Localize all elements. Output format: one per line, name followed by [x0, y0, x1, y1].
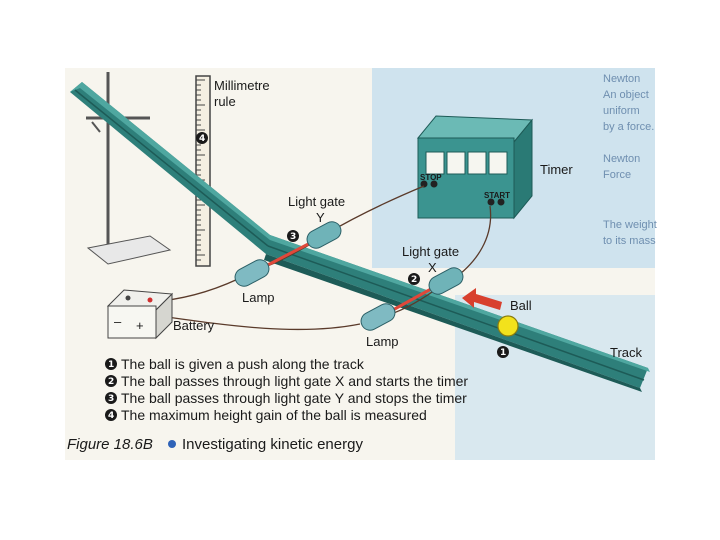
millimetre-rule — [195, 75, 211, 267]
battery-minus: – — [114, 314, 122, 329]
label-light-gate-y: Light gate — [288, 194, 345, 209]
timer — [416, 115, 534, 220]
svg-text:The maximum height gain of the: The maximum height gain of the ball is m… — [121, 407, 427, 423]
step-4: 4 The maximum height gain of the ball is… — [105, 407, 427, 423]
label-timer: Timer — [540, 162, 573, 177]
start-terminal-1 — [487, 198, 495, 206]
bg-text-3: uniform — [603, 105, 640, 117]
label-track: Track — [610, 345, 643, 360]
step-1: 1 The ball is given a push along the tra… — [105, 356, 365, 372]
marker-3: 3 — [287, 230, 299, 242]
step-3: 3 The ball passes through light gate Y a… — [105, 390, 467, 406]
lamp-bottom — [360, 303, 396, 331]
start-terminal-2 — [497, 198, 505, 206]
figure-title: Investigating kinetic energy — [182, 436, 363, 453]
label-lamp-bottom: Lamp — [366, 334, 399, 349]
retort-stand — [86, 72, 172, 265]
lamp-top — [234, 259, 270, 287]
bg-text-2: An object — [603, 89, 649, 101]
timer-display-4 — [488, 151, 508, 175]
track — [70, 82, 650, 392]
label-start: START — [484, 191, 510, 200]
svg-text:2: 2 — [411, 275, 417, 285]
stop-terminal-1 — [420, 180, 428, 188]
label-battery: Battery — [173, 318, 215, 333]
push-arrow-icon — [462, 288, 502, 310]
light-gate-y — [306, 221, 342, 249]
steps-list: 1 The ball is given a push along the tra… — [105, 356, 468, 423]
svg-text:4: 4 — [108, 411, 114, 421]
svg-text:The ball is given a push along: The ball is given a push along the track — [121, 356, 365, 372]
bg-text-7: The weight — [603, 219, 657, 231]
marker-2: 2 — [408, 273, 420, 285]
label-rule: rule — [214, 94, 236, 109]
svg-text:The ball passes through light: The ball passes through light gate X and… — [121, 373, 468, 389]
timer-display-1 — [425, 151, 445, 175]
bg-text-4: by a force. — [603, 121, 654, 133]
label-light-gate-y-letter: Y — [316, 210, 325, 225]
svg-text:2: 2 — [108, 377, 114, 387]
bg-text-6: Force — [603, 169, 631, 181]
timer-display-2 — [446, 151, 466, 175]
svg-text:1: 1 — [500, 348, 506, 358]
svg-text:The ball passes through light: The ball passes through light gate Y and… — [121, 390, 467, 406]
svg-text:4: 4 — [199, 134, 205, 144]
stop-terminal-2 — [430, 180, 438, 188]
marker-4: 4 — [196, 132, 208, 144]
label-lamp-top: Lamp — [242, 290, 275, 305]
label-light-gate-x-letter: X — [428, 260, 437, 275]
svg-text:3: 3 — [108, 394, 114, 404]
bg-text-5: Newton — [603, 153, 640, 165]
label-millimetre: Millimetre — [214, 78, 270, 93]
label-ball: Ball — [510, 298, 532, 313]
step-2: 2 The ball passes through light gate X a… — [105, 373, 468, 389]
figure-label: Figure 18.6B — [67, 436, 153, 453]
marker-1: 1 — [497, 346, 509, 358]
battery — [106, 289, 174, 340]
ball — [497, 315, 519, 337]
label-light-gate-x: Light gate — [402, 244, 459, 259]
svg-text:1: 1 — [108, 360, 114, 370]
light-gate-x — [428, 267, 464, 295]
bg-text-1: Newton — [603, 73, 640, 85]
bg-text-8: to its mass — [603, 235, 656, 247]
figure-bullet-icon — [168, 440, 176, 448]
timer-display-3 — [467, 151, 487, 175]
svg-text:3: 3 — [290, 232, 296, 242]
battery-plus: + — [136, 318, 144, 333]
label-stop: STOP — [420, 173, 442, 182]
